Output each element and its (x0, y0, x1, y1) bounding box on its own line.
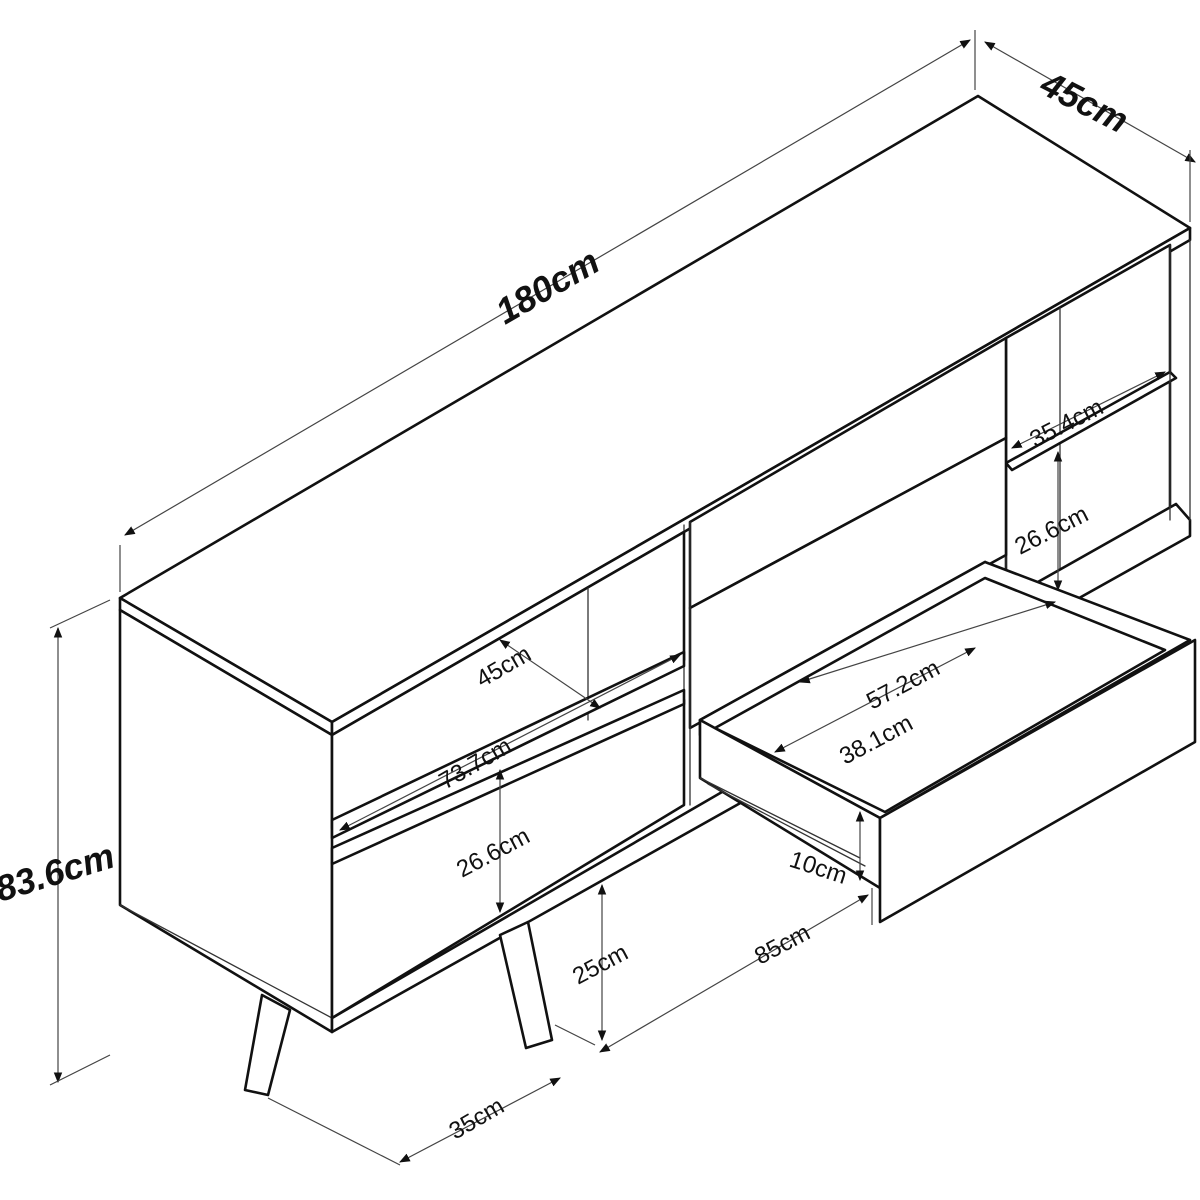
open-drawer-front (878, 638, 1197, 924)
label-total-width: 180cm (489, 240, 607, 332)
dim-35-ext-left (267, 1097, 401, 1166)
label-leg-height: 25cm (568, 939, 632, 990)
label-leg-depth: 35cm (445, 1092, 509, 1145)
middle-leg (498, 920, 554, 1050)
dim-83-ext-top (49, 599, 111, 629)
dim-35-line (399, 1077, 561, 1163)
left-panel-bottom-edge (119, 904, 333, 1019)
drawer-runner (699, 777, 861, 859)
dim-180-line (124, 39, 971, 536)
label-leg-span: 85cm (750, 919, 814, 970)
dimension-lines (49, 30, 1196, 1166)
dim-73-7-line (339, 654, 681, 831)
dim-45-depth-line (984, 41, 1196, 163)
label-depth: 45cm (1033, 62, 1135, 141)
dim-25-ext (554, 1024, 596, 1046)
dim-83-ext-bottom (49, 1054, 111, 1086)
dim-38-1-line (774, 647, 976, 753)
cabinet (118, 94, 1197, 1097)
left-leg (243, 993, 292, 1097)
drawer-runner-2 (707, 783, 866, 867)
label-total-height: 83.6cm (0, 835, 119, 910)
dim-35-4-line (1011, 371, 1166, 449)
dim-85-line (599, 894, 869, 1053)
